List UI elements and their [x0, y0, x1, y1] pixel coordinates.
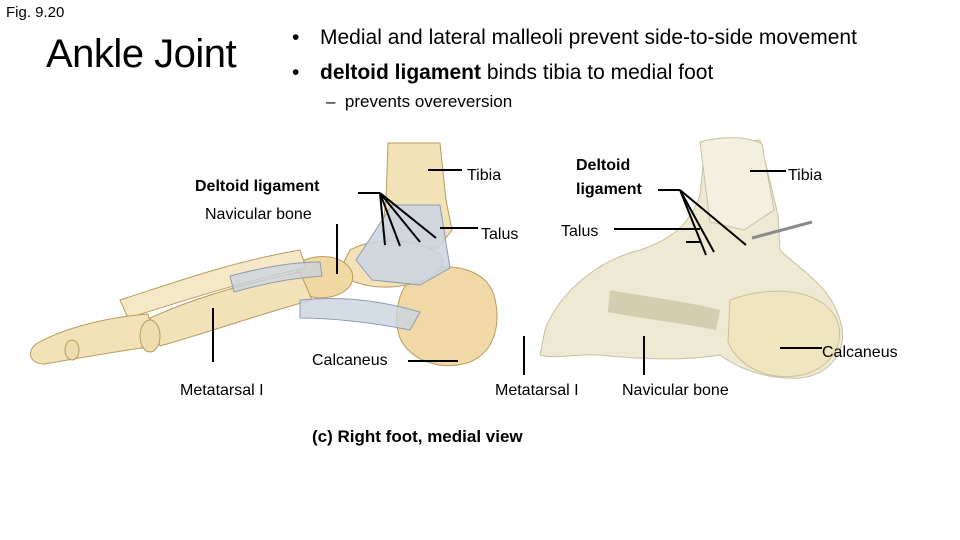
plantar-ligaments [299, 298, 421, 331]
label-tibia: Tibia [467, 167, 502, 184]
sesamoid-joint [139, 319, 161, 353]
leader-deltoid-a [379, 192, 386, 246]
label-r-talus: Talus [561, 223, 599, 240]
leader-r-deltoid-a [679, 189, 707, 256]
dash-glyph: – [326, 92, 336, 111]
label-metatarsal: Metatarsal I [180, 382, 264, 399]
bullet-deltoid: • deltoid ligament binds tibia to medial … [292, 61, 713, 85]
deltoid-ligament-fibers [355, 204, 451, 286]
leader-r-deltoid-c [679, 189, 747, 246]
specimen-calcaneus [727, 290, 841, 378]
label-r-metatarsal: Metatarsal I [495, 382, 579, 399]
slide-title: Ankle Joint [46, 32, 237, 76]
probe-instrument [751, 220, 813, 240]
leader-deltoid-b [379, 192, 401, 247]
bullet-bold-text: deltoid ligament [320, 61, 482, 84]
leader-deltoid-d [379, 192, 437, 239]
bullet-text: Medial and lateral malleoli prevent side… [320, 26, 857, 49]
label-navicular-bone: Navicular bone [205, 206, 312, 223]
label-r-calcaneus: Calcaneus [822, 344, 898, 361]
toe-joint [64, 339, 80, 361]
left-leader-lines [212, 169, 478, 362]
specimen-tibia [699, 137, 775, 231]
label-r-deltoid-line2: ligament [576, 181, 642, 198]
label-r-deltoid-line1: Deltoid [576, 157, 631, 174]
sub-bullet-text: prevents overeversion [344, 92, 513, 111]
leader-deltoid-c [379, 192, 421, 243]
figure-caption: (c) Right foot, medial view [312, 427, 523, 446]
label-r-navicular-bone: Navicular bone [622, 382, 729, 399]
figure-number: Fig. 9.20 [6, 4, 65, 21]
bullet-glyph: • [292, 26, 300, 49]
bullet-text: binds tibia to medial foot [481, 61, 714, 84]
label-calcaneus: Calcaneus [312, 352, 388, 369]
label-talus: Talus [481, 226, 519, 243]
sub-bullet-overeversion: – prevents overeversion [326, 92, 512, 112]
phalanges [29, 313, 157, 365]
label-deltoid-ligament: Deltoid ligament [195, 178, 320, 195]
dorsal-ligaments [229, 261, 323, 293]
right-leader-lines [523, 170, 822, 375]
left-foot-illustration [29, 142, 498, 366]
bullet-glyph: • [292, 61, 300, 84]
leader-r-deltoid-b [679, 189, 715, 253]
bullet-malleoli: • Medial and lateral malleoli prevent sid… [292, 26, 857, 50]
right-foot-photo [539, 137, 844, 379]
label-r-tibia: Tibia [788, 167, 823, 184]
specimen-shadow [608, 290, 720, 330]
